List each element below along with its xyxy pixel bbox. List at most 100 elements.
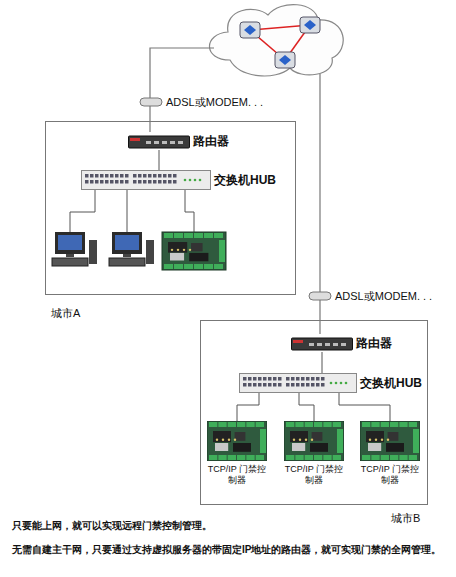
lan-cable (159, 150, 160, 170)
controller-node: TCP/IP 门禁控制器 (206, 421, 268, 486)
router-body (292, 338, 353, 350)
switch-port (263, 383, 267, 387)
switch-port (311, 377, 315, 381)
switch-port (143, 180, 147, 184)
terminal (237, 422, 245, 427)
router-port (170, 141, 175, 144)
chip (388, 432, 399, 441)
router-badge (130, 138, 140, 141)
terminal (413, 429, 419, 453)
switch-port (90, 174, 94, 178)
terminal (409, 455, 417, 460)
switch-port (296, 377, 300, 381)
terminal (237, 455, 245, 460)
switch-port (173, 174, 177, 178)
switch-port (286, 377, 290, 381)
switch-icon (239, 373, 357, 393)
router-node: 路由器 (291, 335, 392, 352)
switch-port (248, 377, 252, 381)
pc-icons (52, 232, 154, 266)
cloud-router-mark (244, 25, 256, 35)
switch-port (296, 383, 300, 387)
switch-port (286, 383, 290, 387)
chip (366, 431, 384, 442)
terminal (174, 264, 183, 269)
switch-port (273, 383, 277, 387)
switch-port (110, 174, 114, 178)
terminal (371, 455, 379, 460)
router-port (146, 141, 151, 144)
switch-port (133, 180, 137, 184)
terminal (218, 422, 226, 427)
switch-port (163, 180, 167, 184)
wan-cloud (209, 5, 343, 76)
controller-board (162, 232, 226, 270)
controller-label: TCP/IP 门禁控制器 (283, 464, 345, 486)
switch-port (301, 377, 305, 381)
controller-board (360, 421, 420, 461)
chip (215, 443, 228, 451)
chip (170, 253, 184, 261)
terminal (295, 422, 303, 427)
lan-wires-a (70, 189, 194, 232)
terminal (194, 233, 203, 238)
pc-tower (146, 240, 154, 264)
terminal (214, 233, 223, 238)
pcb (207, 421, 267, 461)
pcb (162, 232, 226, 270)
switch-port (115, 180, 119, 184)
switch-port (85, 174, 89, 178)
terminal (164, 264, 173, 269)
switch-icon (81, 170, 211, 190)
terminal (371, 422, 379, 427)
chip (310, 443, 328, 452)
keyboard (109, 258, 145, 266)
cloud-router-mark (279, 55, 291, 65)
switch-port (95, 174, 99, 178)
terminal (228, 455, 236, 460)
switch-port (148, 180, 152, 184)
terminal (228, 422, 236, 427)
component (311, 439, 313, 441)
switch-port (278, 377, 282, 381)
keyboard (52, 258, 88, 266)
component (228, 439, 230, 441)
device-label: 交换机HUB (214, 172, 276, 189)
switch-led (335, 382, 338, 385)
terminal (305, 455, 313, 460)
terminal (246, 455, 254, 460)
terminal (164, 233, 173, 238)
switch-port (100, 174, 104, 178)
switch-node: 交换机HUB (239, 373, 422, 393)
controller-board (207, 421, 267, 461)
terminal (286, 455, 294, 460)
chip (292, 443, 305, 451)
switch-port (301, 383, 305, 387)
switch-led (340, 382, 343, 385)
terminal (362, 422, 370, 427)
terminal (194, 264, 203, 269)
terminal (209, 455, 217, 460)
cloud-router-mark (304, 20, 316, 30)
chip (233, 443, 251, 452)
switch-port (158, 180, 162, 184)
chip (235, 432, 246, 441)
switch-port (273, 377, 277, 381)
terminal (399, 455, 407, 460)
switch-body (240, 374, 357, 393)
terminal (214, 264, 223, 269)
router-port (162, 141, 167, 144)
switch-port (115, 174, 119, 178)
terminal (333, 422, 341, 427)
switch-led (345, 382, 348, 385)
switch-port (138, 174, 142, 178)
switch-port (158, 174, 162, 178)
controller-label: TCP/IP 门禁控制器 (359, 464, 421, 486)
terminal (174, 233, 183, 238)
router-port (333, 343, 338, 346)
cloud-router (275, 52, 295, 68)
switch-led (189, 179, 192, 182)
switch-port (268, 383, 272, 387)
monitor-stand (123, 254, 131, 257)
terminal (337, 429, 343, 453)
